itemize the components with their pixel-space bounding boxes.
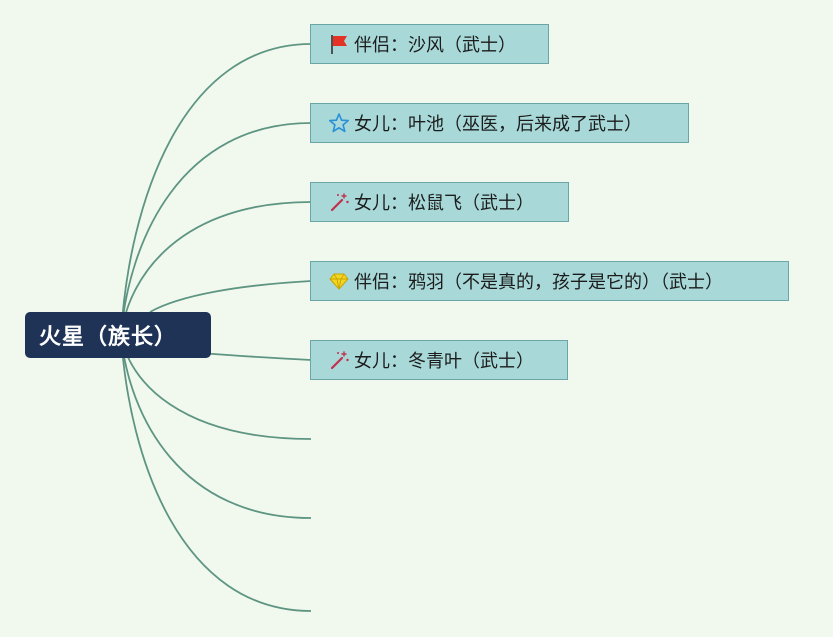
child-node-daughter-hollyleaf[interactable]: 女儿：冬青叶（武士） [310, 340, 568, 380]
child-node-mate-crowfeather[interactable]: 伴侣：鸦羽（不是真的，孩子是它的）（武士） [310, 261, 789, 301]
child-node-mate-sandstorm[interactable]: 伴侣：沙风（武士） [310, 24, 549, 64]
child-label: 女儿：冬青叶（武士） [354, 351, 534, 372]
empty-branch-line [120, 334, 312, 519]
branch-line [149, 280, 312, 313]
child-node-daughter-leafpool[interactable]: 女儿：叶池（巫医，后来成了武士） [310, 103, 689, 143]
branch-line [120, 122, 312, 336]
yellow-gem-icon [328, 270, 350, 292]
child-label: 伴侣：沙风（武士） [354, 35, 516, 56]
branch-line [120, 43, 312, 336]
empty-branch-line [120, 334, 312, 612]
blue-star-icon [328, 112, 350, 134]
magic-wand-icon [328, 191, 350, 213]
root-node[interactable]: 火星（族长） [25, 312, 211, 358]
child-label: 女儿：松鼠飞（武士） [354, 193, 534, 214]
root-label: 火星（族长） [39, 325, 178, 350]
child-label: 伴侣：鸦羽（不是真的，孩子是它的）（武士） [354, 272, 723, 293]
magic-wand-icon [328, 349, 350, 371]
branch-line [120, 201, 312, 336]
branch-line [199, 352, 312, 361]
child-label: 女儿：叶池（巫医，后来成了武士） [354, 114, 642, 135]
red-flag-icon [328, 33, 350, 55]
child-node-daughter-squirrelflight[interactable]: 女儿：松鼠飞（武士） [310, 182, 569, 222]
